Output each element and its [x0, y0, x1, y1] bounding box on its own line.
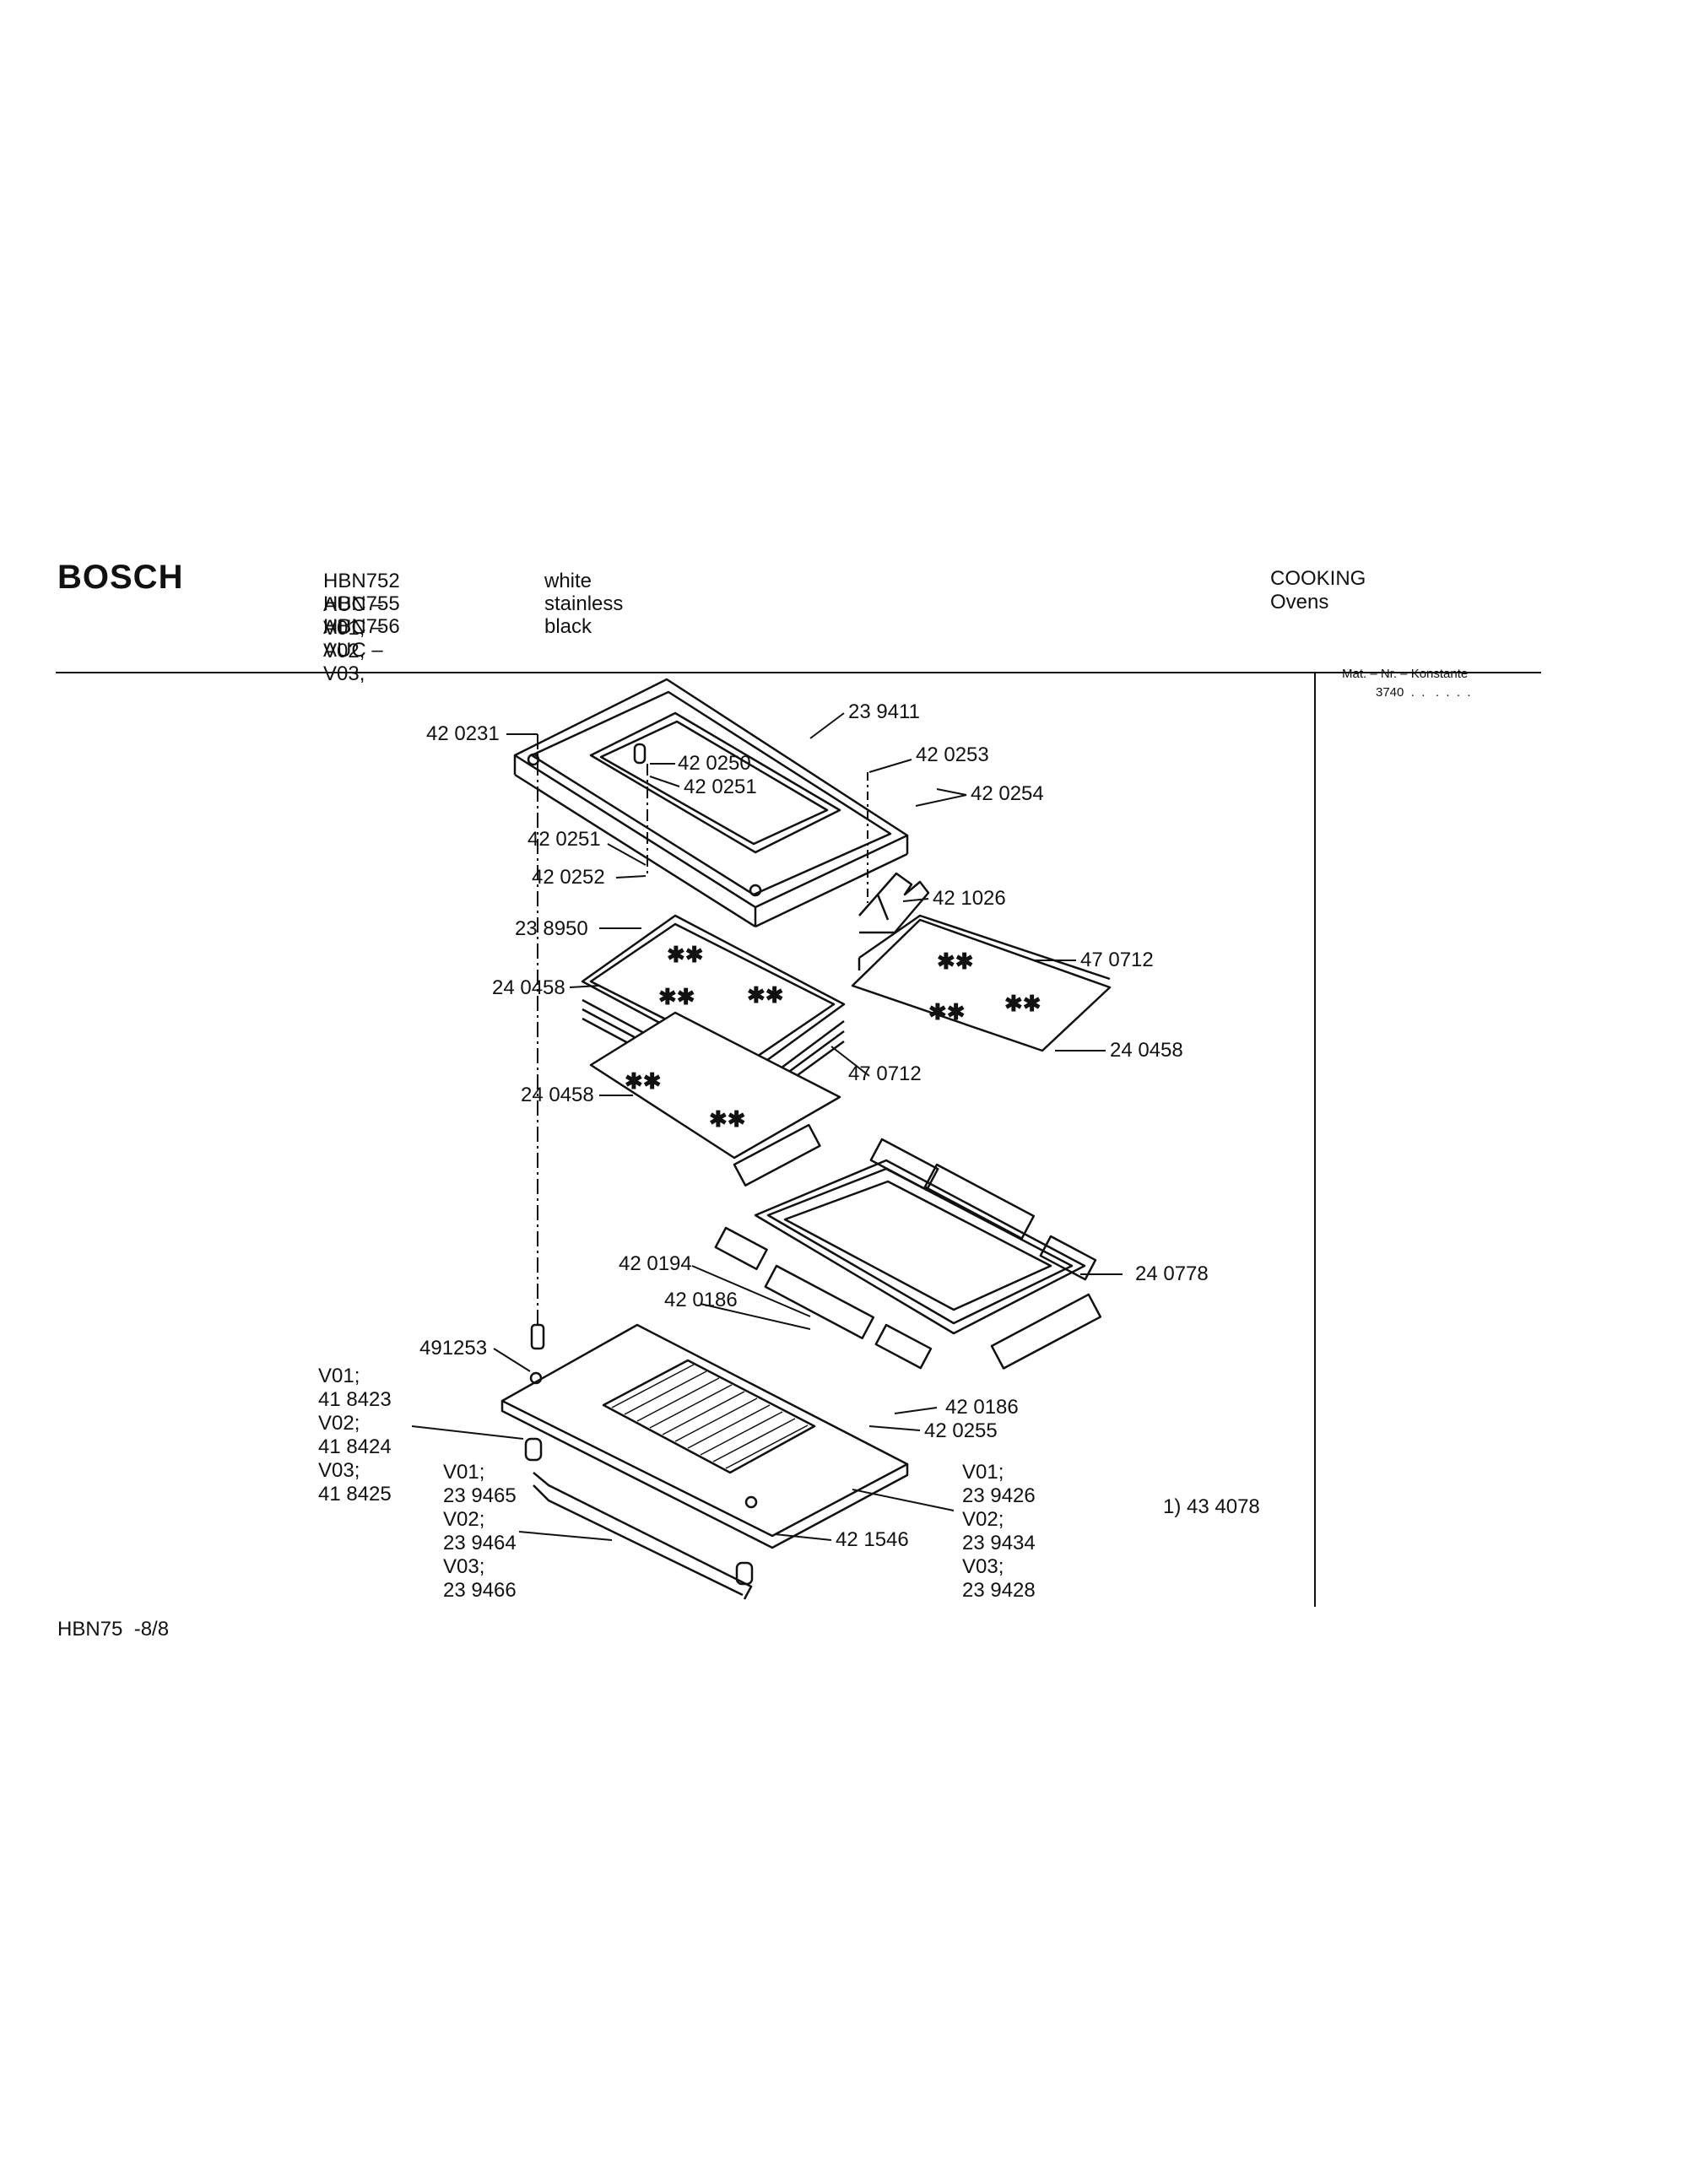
part-label: 42 1546: [836, 1528, 909, 1551]
part-callouts: 42 0231 23 9411 42 0250 42 0251 42 0253 …: [419, 700, 1260, 1551]
inner-door-frame: [754, 1159, 1086, 1335]
variant-text: V02;: [962, 1508, 1004, 1531]
part-label: 23 9411: [848, 700, 920, 723]
part-label: 24 0458: [1110, 1039, 1183, 1062]
outer-door-panel: [513, 678, 909, 928]
variant-text: V03;: [318, 1459, 360, 1482]
variant-text: 41 8424: [318, 1435, 392, 1458]
variant-text: V01;: [318, 1365, 360, 1387]
variant-text: V03;: [443, 1555, 484, 1578]
part-label: 24 0458: [521, 1084, 594, 1106]
variant-text: V02;: [318, 1412, 360, 1435]
glass-texture-mark: ✱✱: [709, 1106, 746, 1132]
variant-group-left: V01; 41 8423 V02; 41 8424 V03; 41 8425: [318, 1365, 392, 1506]
brand-logo: BOSCH: [57, 559, 184, 596]
part-label: 42 0231: [426, 722, 500, 745]
glass-texture-mark: ✱✱: [1004, 991, 1041, 1016]
part-label: 24 0458: [492, 976, 565, 999]
hinge-pin: [530, 1323, 545, 1350]
part-label: 42 0186: [945, 1396, 1019, 1419]
part-label: 24 0778: [1135, 1262, 1209, 1285]
insulation-blocks: [714, 1123, 1102, 1370]
subcategory-title: Ovens: [1270, 591, 1329, 614]
variant-text: V01;: [443, 1461, 484, 1484]
glass-texture-mark: ✱✱: [747, 982, 784, 1008]
variant-text: 23 9465: [443, 1484, 517, 1507]
left-lower-glass: ✱✱ ✱✱: [589, 1011, 841, 1160]
part-label: 42 0186: [664, 1289, 738, 1311]
glass-texture-mark: ✱✱: [658, 984, 695, 1009]
model-code: HBN755 AUC – V02,: [323, 592, 400, 662]
bottom-trim-panel: [500, 1323, 909, 1549]
variant-text: 23 9426: [962, 1484, 1036, 1507]
door-hinge: [858, 872, 930, 934]
model-variant: stainless: [544, 592, 624, 615]
variant-text: 23 9428: [962, 1579, 1036, 1602]
glass-texture-mark: ✱✱: [667, 942, 704, 967]
part-label: 491253: [419, 1337, 487, 1360]
header-divider: [56, 672, 1541, 673]
part-label: 42 0253: [916, 743, 989, 766]
variant-text: 23 9466: [443, 1579, 517, 1602]
door-handle: [524, 1437, 754, 1600]
part-label: 42 0254: [971, 782, 1044, 805]
sidebar-divider: [1314, 672, 1316, 1607]
variant-text: 23 9464: [443, 1532, 517, 1554]
page-code: HBN75 -8/8: [57, 1618, 170, 1641]
variant-text: V02;: [443, 1508, 484, 1531]
variant-text: V03;: [962, 1555, 1004, 1578]
variant-text: 41 8423: [318, 1388, 392, 1411]
part-label: 42 0251: [528, 828, 601, 851]
callout-leaders: [411, 712, 1123, 1541]
glass-texture-mark: ✱✱: [937, 949, 974, 974]
part-label: 47 0712: [1080, 949, 1154, 971]
glass-texture-mark: ✱✱: [928, 999, 966, 1024]
model-variant: black: [544, 615, 592, 638]
part-label: 42 0194: [619, 1252, 692, 1275]
right-glass-panel: ✱✱ ✱✱ ✱✱: [851, 914, 1112, 1052]
variant-text: 23 9434: [962, 1532, 1036, 1554]
variant-text: 41 8425: [318, 1483, 392, 1506]
glass-texture-mark: ✱✱: [625, 1068, 662, 1094]
variant-group-middle: V01; 23 9465 V02; 23 9464 V03; 23 9466: [443, 1461, 517, 1602]
part-label: 1) 43 4078: [1163, 1495, 1260, 1518]
category-title: COOKING: [1270, 567, 1366, 590]
variant-text: V01;: [962, 1461, 1004, 1484]
part-label: 42 0251: [684, 776, 757, 798]
part-label: 42 0255: [924, 1419, 998, 1442]
part-label: 42 1026: [933, 887, 1006, 910]
model-code: HBN756 AUC – V03,: [323, 615, 400, 685]
part-label: 42 0252: [532, 866, 605, 889]
part-label: 42 0250: [678, 752, 751, 775]
part-label: 47 0712: [848, 1062, 922, 1085]
variant-group-right: V01; 23 9426 V02; 23 9434 V03; 23 9428: [962, 1461, 1036, 1602]
part-label: 23 8950: [515, 917, 588, 940]
mat-nr-label: Mat. – Nr. – Konstante: [1342, 667, 1469, 681]
model-code: HBN752 AUC – V01,: [323, 570, 400, 640]
mat-nr-value: 3740 . . . . . .: [1376, 685, 1471, 700]
model-variant: white: [544, 570, 592, 592]
